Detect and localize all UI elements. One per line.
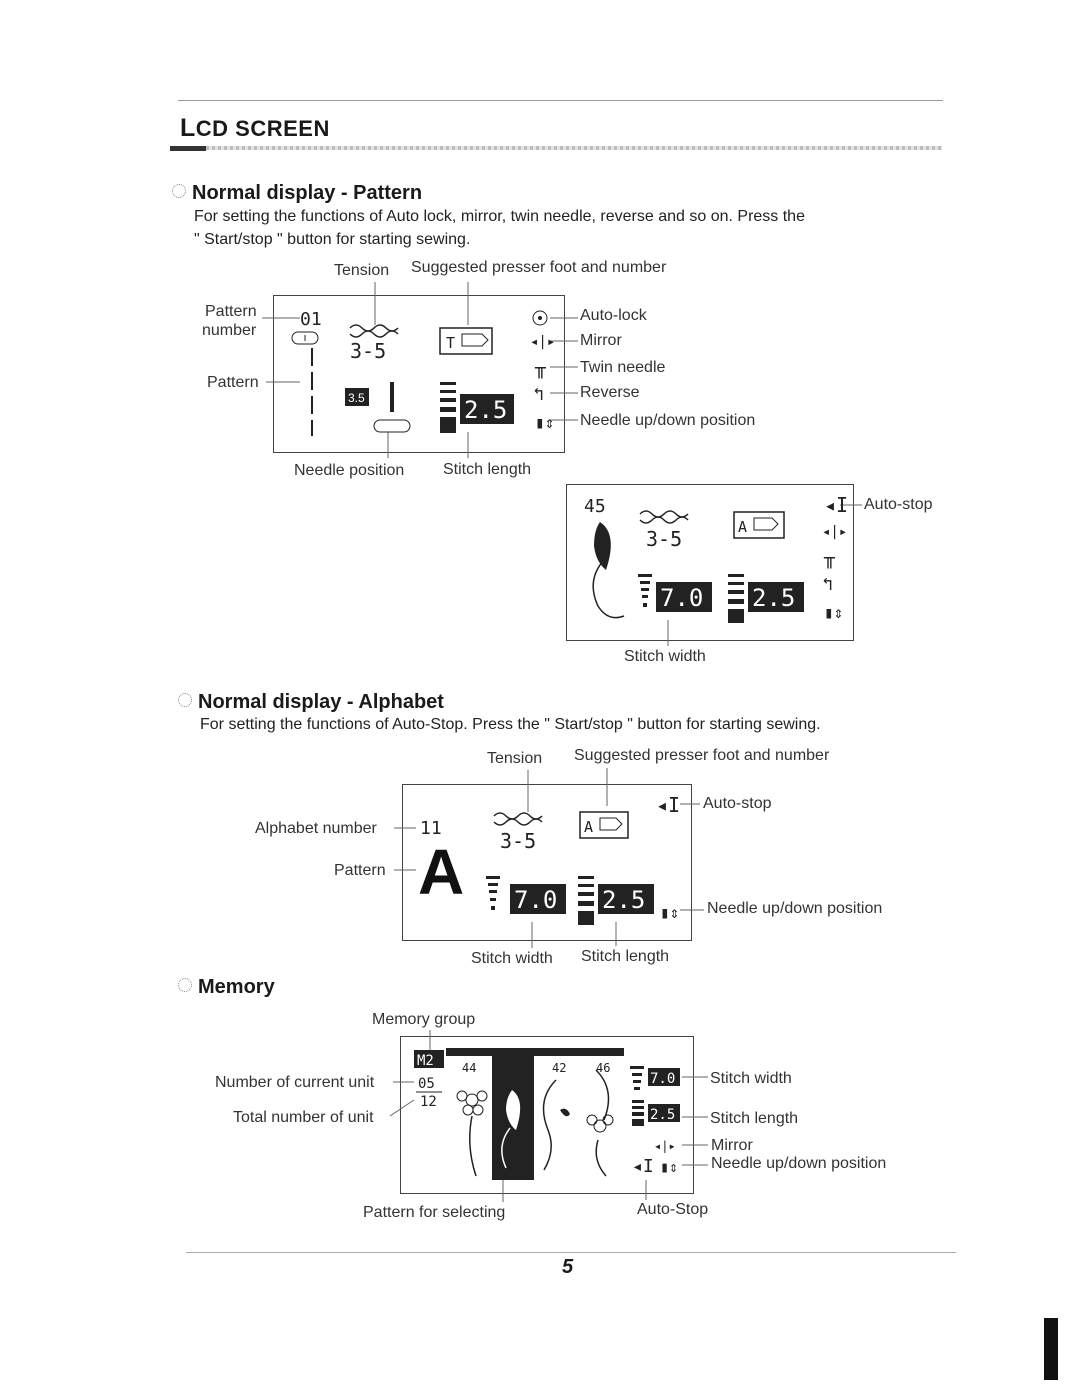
label-alpha-needle-updown: Needle up/down position (707, 900, 883, 917)
label-memory-group: Memory group (372, 1011, 476, 1028)
title-underline-accent (170, 146, 206, 151)
lcd-alpha-letter: A (418, 836, 464, 908)
needle-updown-icon: ▮⇕ (660, 903, 679, 922)
label-mem-mirror: Mirror (711, 1137, 753, 1154)
bullet-icon (172, 184, 186, 198)
label-auto-lock: Auto-lock (580, 307, 647, 324)
page-title: LCD SCREEN (180, 114, 330, 142)
label-mem-auto-stop: Auto-Stop (637, 1201, 709, 1218)
label-alpha-presser: Suggested presser foot and number (574, 747, 830, 764)
label-mem-stitch-length: Stitch length (710, 1110, 799, 1127)
label-pattern-selecting: Pattern for selecting (363, 1204, 506, 1221)
lcd-mem-unit-2: 42 (552, 1061, 566, 1075)
auto-stop-icon: ◂I (632, 1156, 654, 1177)
label-mem-stitch-width: Stitch width (710, 1070, 792, 1087)
lcd-alpha-number: 11 (420, 818, 442, 839)
lcd-needle-position: 3.5 (348, 391, 365, 405)
label-total-unit: Total number of unit (233, 1109, 374, 1126)
mirror-icon: ◂|▸ (654, 1139, 676, 1153)
label-alpha-stitch-width: Stitch width (471, 950, 553, 967)
mirror-icon: ◂|▸ (530, 334, 555, 350)
label-twin-needle: Twin needle (580, 359, 666, 376)
twin-needle-icon: ╥ (534, 358, 547, 379)
label-pattern-number-2: number (202, 322, 257, 339)
lcd-example-display (566, 484, 854, 641)
section-desc-pattern-1: For setting the functions of Auto lock, … (194, 208, 805, 225)
auto-lock-icon (532, 310, 548, 326)
lcd-pattern-number: 01 (300, 309, 322, 330)
lcd-pattern-tension: 3-5 (350, 339, 386, 363)
svg-text:A: A (584, 818, 593, 836)
label-alpha-tension: Tension (487, 750, 543, 767)
auto-stop-icon: ◂I (656, 793, 680, 817)
lcd-mem-total: 12 (420, 1094, 437, 1110)
needle-updown-icon: ▮⇕ (824, 603, 843, 622)
section-heading-alphabet: Normal display - Alphabet (178, 691, 444, 714)
label-tension: Tension (334, 262, 390, 279)
lcd-example-number: 45 (584, 496, 606, 517)
lcd-pattern-length: 2.5 (464, 396, 507, 424)
reverse-icon: ↰ (822, 574, 833, 595)
lcd-example-length: 2.5 (752, 584, 795, 612)
needle-updown-icon: ▮⇕ (660, 1158, 678, 1176)
lcd-memory-display (400, 1036, 694, 1194)
label-mem-needle-updown: Needle up/down position (711, 1155, 887, 1172)
label-alpha-pattern: Pattern (334, 862, 386, 879)
page-number: 5 (562, 1256, 574, 1278)
twin-needle-icon: ╥ (823, 548, 836, 569)
label-stitch-length: Stitch length (443, 461, 532, 478)
lcd-example-width: 7.0 (660, 584, 703, 612)
label-alpha-auto-stop: Auto-stop (703, 795, 772, 812)
lcd-example-tension: 3-5 (646, 527, 682, 551)
lcd-mem-unit-0: 44 (462, 1061, 476, 1075)
label-mirror: Mirror (580, 332, 622, 349)
lcd-mem-length: 2.5 (650, 1107, 675, 1123)
label-alphabet-number: Alphabet number (255, 820, 377, 837)
lcd-mem-group: M2 (417, 1053, 434, 1069)
svg-text:T: T (446, 334, 455, 352)
footer-rule (186, 1252, 956, 1253)
label-needle-updown: Needle up/down position (580, 412, 756, 429)
lcd-alphabet-display (402, 784, 692, 941)
header-rule (178, 100, 943, 101)
section-desc-alphabet: For setting the functions of Auto-Stop. … (200, 716, 821, 733)
section-desc-pattern-2: " Start/stop " button for starting sewin… (194, 231, 471, 248)
label-reverse: Reverse (580, 384, 640, 401)
bullet-icon (178, 693, 192, 707)
lcd-alpha-length: 2.5 (602, 886, 645, 914)
bullet-icon (178, 978, 192, 992)
label-presser-foot: Suggested presser foot and number (411, 259, 667, 276)
lcd-mem-width: 7.0 (650, 1071, 675, 1087)
label-needle-position: Needle position (294, 462, 405, 479)
auto-stop-icon: ◂I (824, 493, 848, 517)
label-alpha-stitch-length: Stitch length (581, 948, 670, 965)
lcd-alpha-tension: 3-5 (500, 829, 536, 853)
label-stitch-width-1: Stitch width (624, 648, 706, 665)
svg-text:A: A (738, 518, 747, 536)
mirror-icon: ◂|▸ (822, 524, 847, 540)
lcd-mem-unit-3: 46 (596, 1061, 610, 1075)
section-heading-memory: Memory (178, 976, 275, 999)
label-auto-stop-1: Auto-stop (864, 496, 933, 513)
label-current-unit: Number of current unit (215, 1074, 375, 1091)
reverse-icon: ↰ (533, 384, 544, 405)
edge-scan-mark (1044, 1318, 1058, 1380)
section-heading-pattern: Normal display - Pattern (172, 182, 422, 205)
lcd-alpha-width: 7.0 (514, 886, 557, 914)
label-pattern: Pattern (207, 374, 259, 391)
title-underline (170, 146, 942, 150)
needle-updown-icon: ▮⇕ (535, 413, 554, 432)
lcd-mem-current: 05 (418, 1076, 435, 1092)
label-pattern-number: Pattern (205, 303, 257, 320)
lcd-pattern-display (273, 295, 565, 453)
